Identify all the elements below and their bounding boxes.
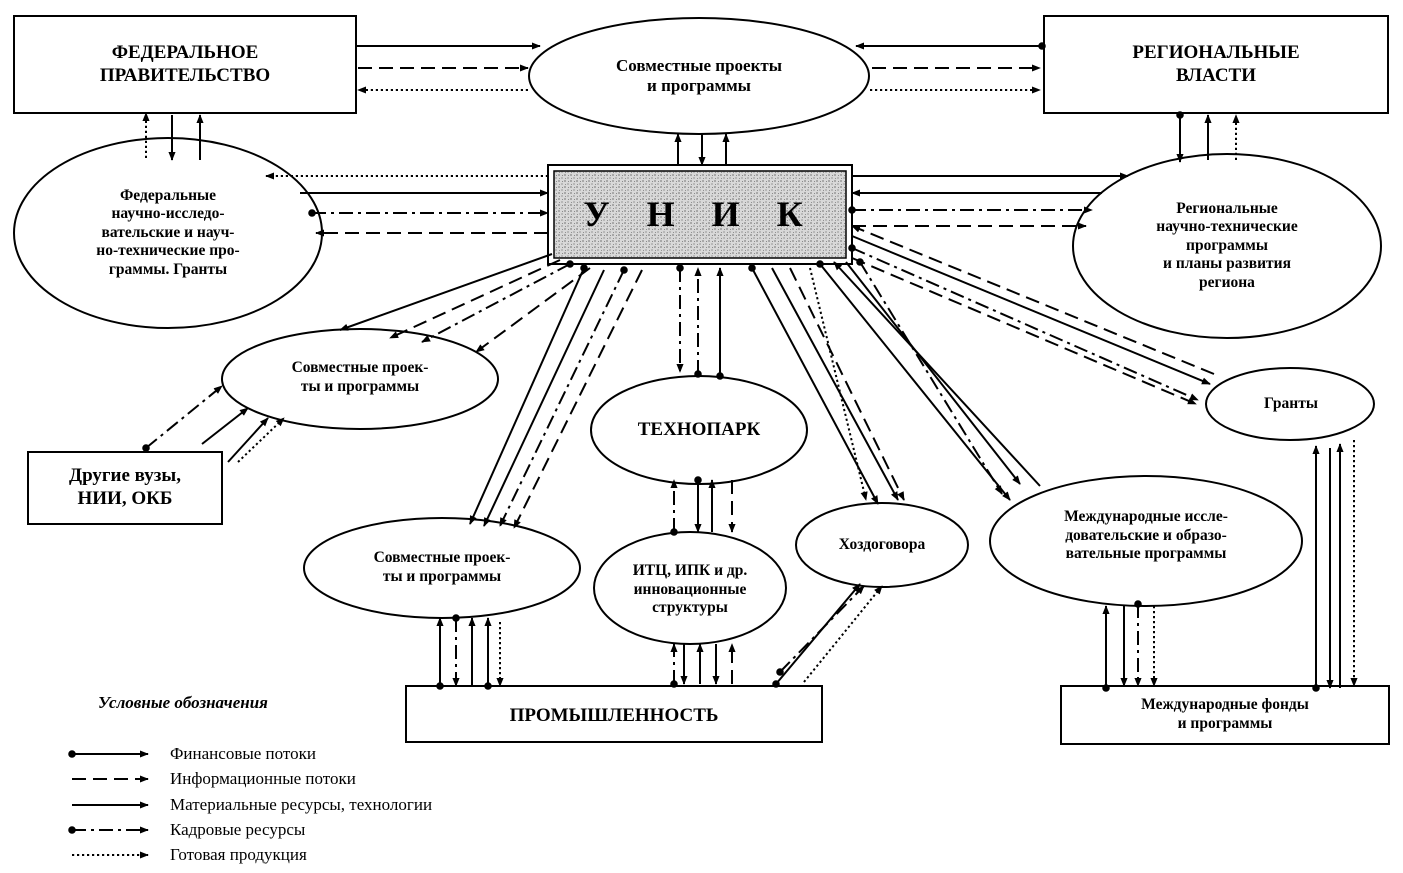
node-shapes [13,15,1390,745]
legend-item-information: Информационные потоки [170,769,356,788]
legend-item-financial: Финансовые потоки [170,744,316,763]
flow-arrow-28 [201,407,249,445]
international-programs-ellipse [989,475,1303,607]
federal-programs-label: Федеральные научно-исследо- вательские и… [96,186,240,278]
technopark-label: ТЕХНОПАРК [637,418,761,440]
joint-projects-top-label: Совместные проекты и программы [615,55,783,95]
flow-arrow-27 [142,385,223,452]
international-funds-label: Международные фонды и программы [1141,696,1309,732]
flow-arrow-52 [772,583,861,688]
flow-arrow-62 [856,258,1003,495]
legend-item-material: Материальные ресурсы, технологии [170,795,433,814]
flow-arrow-54 [803,585,883,683]
legend-item-personnel: Кадровые ресурсы [170,820,306,839]
flow-arrow-57 [789,267,905,501]
flow-arrow-24 [389,259,561,339]
flow-arrow-25 [421,260,574,343]
legend-item-product: Готовая продукция [170,845,307,864]
unik-label: У Н И К [583,193,817,234]
flow-arrow-66 [851,225,1215,375]
connection-arrows [142,42,1358,692]
joint-projects-top-ellipse [528,17,870,135]
flow-arrow-53 [776,585,865,676]
flow-arrow-64 [848,244,1199,401]
federal-government-label: ФЕДЕРАЛЬНОЕ ПРАВИТЕЛЬСТВО [99,41,271,86]
regional-authorities-label: РЕГИОНАЛЬНЫЕ ВЛАСТИ [1132,41,1300,86]
contracts-label: Хоздоговора [838,535,926,553]
legend-title: Условные обозначения [98,693,268,712]
regional-authorities-box [1043,15,1389,114]
other-universities-box [27,451,223,525]
flow-arrow-29 [227,417,269,463]
flow-arrow-60 [833,261,1041,487]
flow-arrow-26 [475,267,591,353]
flow-arrow-59 [816,260,1011,501]
itc-label: ИТЦ, ИПК и др. инновационные структуры [632,562,748,617]
unik-box-inner [553,170,847,259]
flow-arrow-33 [499,266,628,527]
industry-label: ПРОМЫШЛЕННОСТЬ [509,704,719,726]
flow-arrow-32 [483,269,605,527]
joint-projects-bottom-label: Совместные проек- ты и программы [373,549,511,585]
international-programs-label: Международные иссле- довательские и обра… [1064,508,1228,563]
other-universities-label: Другие вузы, НИИ, ОКБ [69,465,181,509]
international-funds-box [1060,685,1390,745]
regional-programs-label: Региональные научно-технические программ… [1156,199,1298,291]
federal-government-box [13,15,357,114]
flow-arrow-34 [513,269,643,529]
grants-label: Гранты [1264,394,1318,412]
legend-samples [68,750,149,859]
grants-ellipse [1205,367,1375,441]
joint-projects-left-label: Совместные проек- ты и программы [291,359,429,395]
flow-arrow-30 [237,417,285,463]
industry-box [405,685,823,743]
